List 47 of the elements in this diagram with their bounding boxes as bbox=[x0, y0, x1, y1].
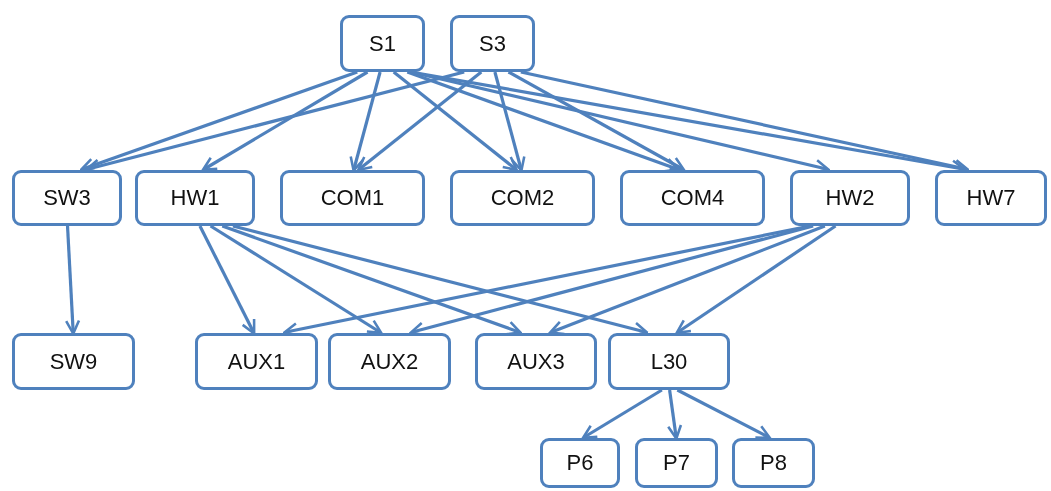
node-label: SW3 bbox=[43, 185, 91, 211]
arrow bbox=[493, 71, 526, 172]
process-box bbox=[12, 333, 135, 390]
arrow bbox=[676, 388, 771, 439]
process-box bbox=[328, 333, 451, 390]
node-label: COM1 bbox=[320, 185, 385, 211]
process-box bbox=[732, 438, 815, 488]
arrow bbox=[64, 225, 81, 335]
process-box bbox=[635, 438, 718, 488]
node-label: P7 bbox=[663, 450, 690, 476]
arrow bbox=[666, 389, 683, 440]
arrow bbox=[349, 71, 382, 172]
node-label: COM4 bbox=[660, 185, 725, 211]
node-label: P6 bbox=[566, 450, 594, 476]
process-box bbox=[340, 15, 425, 72]
node-label: HW1 bbox=[170, 185, 220, 211]
process-box bbox=[280, 170, 425, 226]
process-box bbox=[475, 333, 597, 390]
arrow bbox=[581, 388, 663, 440]
node-label: HW7 bbox=[966, 185, 1016, 211]
process-box bbox=[12, 170, 122, 226]
node-label: P8 bbox=[760, 450, 787, 476]
arrow bbox=[201, 70, 369, 172]
node-label: SW9 bbox=[49, 348, 98, 375]
arrow bbox=[507, 70, 686, 172]
node-label: COM2 bbox=[490, 185, 555, 211]
process-box bbox=[608, 333, 730, 390]
node-label: AUX1 bbox=[227, 348, 286, 375]
process-box bbox=[450, 15, 535, 72]
process-box bbox=[195, 333, 318, 390]
process-box bbox=[450, 170, 595, 226]
node-label: S3 bbox=[479, 30, 506, 57]
process-box bbox=[135, 170, 255, 226]
node-label: AUX2 bbox=[360, 348, 419, 375]
process-box bbox=[790, 170, 910, 226]
process-box bbox=[620, 170, 765, 226]
arrow bbox=[356, 70, 483, 172]
node-label: AUX3 bbox=[507, 348, 565, 375]
arrow bbox=[198, 225, 256, 335]
process-box bbox=[935, 170, 1047, 226]
arrow bbox=[675, 224, 837, 335]
arrow bbox=[392, 70, 519, 172]
arrow bbox=[209, 224, 383, 335]
node-label: HW2 bbox=[825, 185, 875, 211]
node-label: L30 bbox=[650, 348, 688, 375]
process-box bbox=[540, 438, 620, 488]
node-label: S1 bbox=[369, 30, 396, 57]
